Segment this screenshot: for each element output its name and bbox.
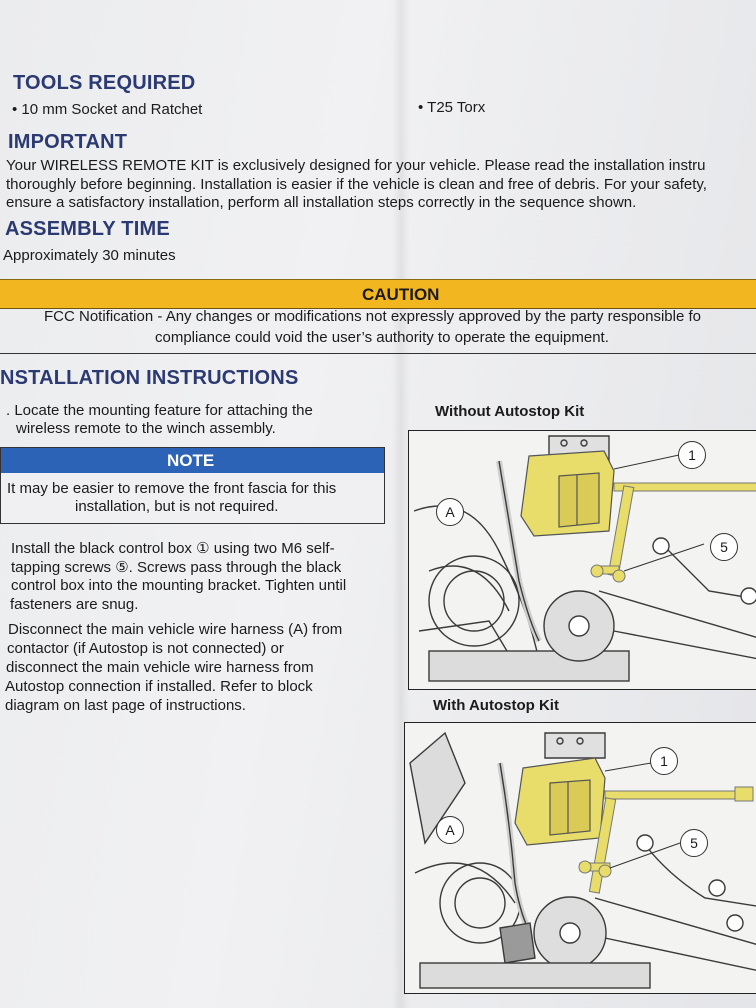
step-1-line-2: wireless remote to the winch assembly. xyxy=(16,420,276,437)
figure-2-with-autostop: 1 5 A xyxy=(404,722,756,994)
important-line-1: Your WIRELESS REMOTE KIT is exclusively … xyxy=(6,157,706,174)
installation-heading: NSTALLATION INSTRUCTIONS xyxy=(0,367,299,389)
important-line-3: ensure a satisfactory installation, perf… xyxy=(6,194,637,211)
step-3-line-2: contactor (if Autostop is not connected)… xyxy=(7,640,284,657)
tool-item-torx: • T25 Torx xyxy=(418,99,486,116)
note-box: NOTE It may be easier to remove the fron… xyxy=(0,447,385,524)
step-2-line-1: Install the black control box ① using tw… xyxy=(11,540,335,557)
figure-2-control-box xyxy=(514,757,606,846)
caution-bar xyxy=(0,279,756,309)
step-3-line-3: disconnect the main vehicle wire harness… xyxy=(6,659,314,676)
note-line-1: It may be easier to remove the front fas… xyxy=(7,480,337,497)
figure-2-illustration xyxy=(409,731,756,989)
step-1-line-1: . Locate the mounting feature for attach… xyxy=(6,402,313,419)
caution-box xyxy=(0,307,756,354)
note-line-2: installation, but is not required. xyxy=(75,498,279,515)
step-2-line-2: tapping screws ⑤. Screws pass through th… xyxy=(11,559,342,576)
step-3-line-1: Disconnect the main vehicle wire harness… xyxy=(8,621,343,638)
step-2-line-4: fasteners are snug. xyxy=(10,596,139,613)
figure-2-callout-1: 1 xyxy=(650,747,678,775)
important-line-2: thoroughly before beginning. Installatio… xyxy=(6,176,707,193)
caution-label: CAUTION xyxy=(362,285,440,304)
caution-line-1: FCC Notification - Any changes or modifi… xyxy=(44,308,701,325)
figure-1-callout-5: 5 xyxy=(710,533,738,561)
step-3-line-5: diagram on last page of instructions. xyxy=(5,697,246,714)
figure-1-callout-1: 1 xyxy=(678,441,706,469)
important-heading: IMPORTANT xyxy=(8,131,128,153)
figure-2-callout-a: A xyxy=(436,816,464,844)
assembly-time: Approximately 30 minutes xyxy=(3,247,176,264)
note-label: NOTE xyxy=(167,451,215,470)
figure-1-title: Without Autostop Kit xyxy=(435,403,585,420)
step-3-line-4: Autostop connection if installed. Refer … xyxy=(5,678,313,695)
assembly-heading: ASSEMBLY TIME xyxy=(5,218,170,240)
figure-2-title: With Autostop Kit xyxy=(433,697,559,714)
figure-1-callout-a: A xyxy=(436,498,464,526)
tools-heading: TOOLS REQUIRED xyxy=(13,72,196,94)
tool-item-socket: • 10 mm Socket and Ratchet xyxy=(12,101,203,118)
caution-line-2: compliance could void the user’s authori… xyxy=(155,329,609,346)
figure-1-illustration xyxy=(413,435,756,682)
step-2-line-3: control box into the mounting bracket. T… xyxy=(11,577,347,594)
figure-1-control-box xyxy=(520,450,615,537)
figure-2-callout-5: 5 xyxy=(680,829,708,857)
figure-1-without-autostop: 1 5 A xyxy=(408,430,756,690)
note-bar xyxy=(1,448,384,473)
